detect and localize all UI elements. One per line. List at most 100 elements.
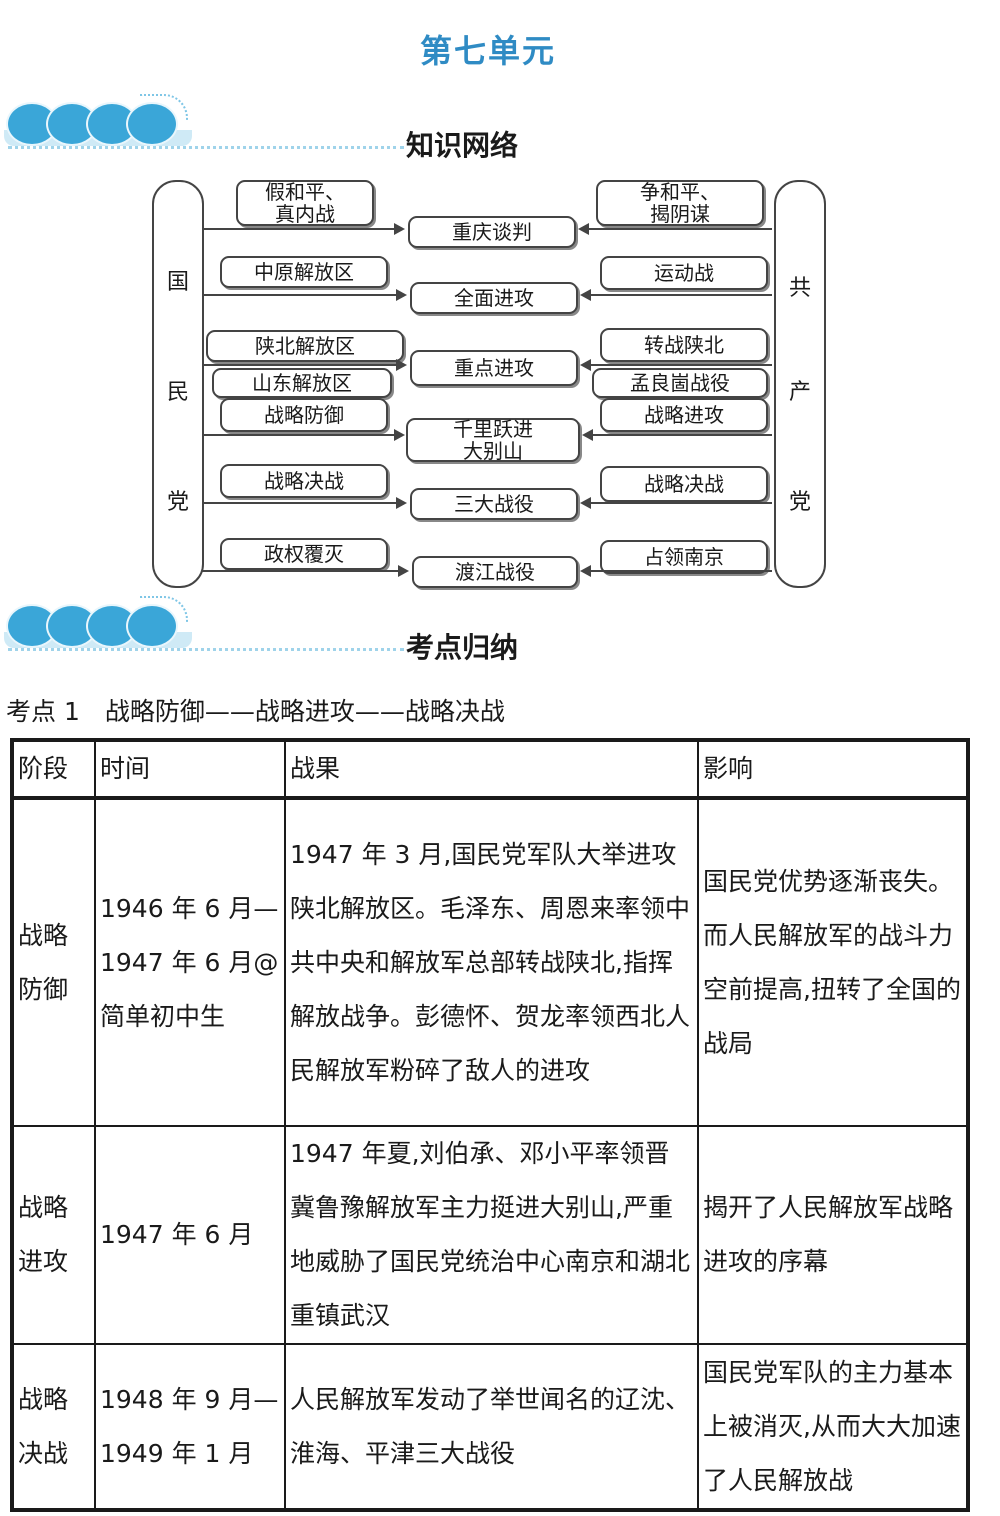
table-row: 战略决战 1948 年 9 月—1949 年 1 月 人民解放军发动了举世闻名的… (11, 1343, 969, 1511)
diagram-center-box: 重点进攻 (410, 350, 578, 386)
box-line: 战略决战 (264, 469, 344, 493)
table-header-row: 阶段 时间 战果 影响 (11, 739, 969, 800)
arrow-line (202, 364, 396, 366)
diagram-center-box: 千里跃进大别山 (406, 418, 580, 462)
arrow-line (202, 294, 396, 296)
arrow-left-icon (578, 223, 589, 235)
diagram-left-box: 陕北解放区 (206, 330, 404, 362)
cell-result: 人民解放军发动了举世闻名的辽沈、淮海、平津三大战役 (284, 1343, 699, 1511)
exam-point-heading: 考点 1 战略防御——战略进攻——战略决战 (6, 697, 505, 726)
box-line: 揭阴谋 (650, 202, 710, 226)
section-title: 知识网络 (406, 129, 519, 162)
box-line: 战略防御 (264, 403, 344, 427)
arrow-right-icon (398, 565, 409, 577)
header-stage: 阶段 (11, 739, 96, 800)
diagram-right-box: 占领南京 (600, 540, 768, 574)
box-line: 三大战役 (454, 492, 534, 516)
diagram-center-box: 全面进攻 (410, 282, 578, 314)
knowledge-diagram: 国 民 党 共 产 党 假和平、真内战 争和平、揭阴谋 重庆谈判 中原解放区 运… (150, 178, 826, 588)
diagram-right-box: 战略决战 (600, 466, 768, 502)
arrow-line (590, 364, 772, 366)
arrow-left-icon (582, 429, 593, 441)
cell-impact: 国民党军队的主力基本上被消灭,从而大大加速了人民解放战 (697, 1343, 969, 1511)
diagram-right-box: 孟良崮战役 (592, 368, 768, 398)
box-line: 政权覆灭 (264, 542, 344, 566)
box-line: 真内战 (275, 202, 335, 226)
box-line: 中原解放区 (254, 260, 354, 284)
kmt-column: 国 民 党 (152, 180, 204, 588)
diagram-right-box: 争和平、揭阴谋 (596, 180, 764, 226)
box-line: 大别山 (463, 439, 523, 463)
arrow-line (202, 434, 394, 436)
cpc-char: 党 (788, 490, 811, 515)
cpc-column: 共 产 党 (774, 180, 826, 588)
cpc-char: 产 (788, 380, 811, 405)
header-result: 战果 (284, 739, 699, 800)
cpc-char: 共 (788, 276, 811, 301)
cell-impact: 国民党优势逐渐丧失。而人民解放军的战斗力空前提高,扭转了全国的战局 (697, 797, 969, 1127)
diagram-center-box: 三大战役 (410, 488, 578, 520)
header-decoration-dots (6, 102, 178, 150)
kmt-char: 党 (166, 490, 189, 515)
section-title: 考点归纳 (406, 631, 519, 664)
box-line: 孟良崮战役 (630, 371, 730, 395)
header-decoration-dots (6, 604, 178, 652)
box-line: 假和平、 (265, 180, 345, 204)
diagram-left-box: 政权覆灭 (220, 538, 388, 570)
arrow-left-icon (580, 497, 591, 509)
arrow-right-icon (396, 359, 407, 371)
box-line: 运动战 (654, 261, 714, 285)
box-line: 占领南京 (644, 545, 724, 569)
box-line: 全面进攻 (454, 286, 534, 310)
diagram-left-box: 山东解放区 (212, 368, 392, 398)
box-line: 重庆谈判 (452, 220, 532, 244)
kmt-char: 民 (166, 380, 189, 405)
arrow-line (588, 228, 772, 230)
cell-time: 1946 年 6 月—1947 年 6 月@简单初中生 (94, 797, 286, 1127)
header-dotted-line (8, 146, 404, 149)
header-dotted-line (8, 648, 404, 651)
section-header-exam-points: 考点归纳 (0, 596, 560, 664)
arrow-left-icon (580, 359, 591, 371)
diagram-right-box: 运动战 (600, 256, 768, 290)
diagram-left-box: 战略防御 (220, 398, 388, 432)
table-row: 战略进攻 1947 年 6 月 1947 年夏,刘伯承、邓小平率领晋冀鲁豫解放军… (11, 1125, 969, 1345)
diagram-left-box: 中原解放区 (220, 256, 388, 288)
cell-time: 1947 年 6 月 (94, 1125, 286, 1345)
diagram-left-box: 战略决战 (220, 464, 388, 498)
arrow-line (590, 570, 772, 572)
diagram-center-box: 渡江战役 (412, 556, 578, 588)
box-line: 渡江战役 (455, 560, 535, 584)
box-line: 战略决战 (644, 472, 724, 496)
diagram-right-box: 战略进攻 (600, 398, 768, 432)
cell-result: 1947 年夏,刘伯承、邓小平率领晋冀鲁豫解放军主力挺进大别山,严重地威胁了国民… (284, 1125, 699, 1345)
box-line: 千里跃进 (453, 417, 533, 441)
box-line: 转战陕北 (644, 333, 724, 357)
section-header-knowledge-network: 知识网络 (0, 94, 560, 162)
arrow-line (590, 502, 772, 504)
header-impact: 影响 (697, 739, 969, 800)
strategy-table: 阶段 时间 战果 影响 战略防御 1946 年 6 月—1947 年 6 月@简… (10, 738, 970, 1512)
cell-stage: 战略防御 (11, 797, 96, 1127)
arrow-line (590, 294, 772, 296)
arrow-line (592, 434, 772, 436)
cell-time: 1948 年 9 月—1949 年 1 月 (94, 1343, 286, 1511)
arrow-left-icon (580, 565, 591, 577)
header-time: 时间 (94, 739, 286, 800)
arrow-line (202, 570, 398, 572)
diagram-left-box: 假和平、真内战 (236, 180, 374, 226)
table-row: 战略防御 1946 年 6 月—1947 年 6 月@简单初中生 1947 年 … (11, 797, 969, 1127)
cell-impact: 揭开了人民解放军战略进攻的序幕 (697, 1125, 969, 1345)
cell-stage: 战略进攻 (11, 1125, 96, 1345)
arrow-line (202, 502, 396, 504)
box-line: 重点进攻 (454, 356, 534, 380)
box-line: 陕北解放区 (255, 334, 355, 358)
box-line: 争和平、 (640, 180, 720, 204)
header-decoration-arc (140, 94, 188, 120)
arrow-right-icon (396, 289, 407, 301)
cell-stage: 战略决战 (11, 1343, 96, 1511)
header-decoration-arc (140, 596, 188, 622)
arrow-line (202, 228, 394, 230)
arrow-right-icon (394, 223, 405, 235)
arrow-right-icon (396, 497, 407, 509)
